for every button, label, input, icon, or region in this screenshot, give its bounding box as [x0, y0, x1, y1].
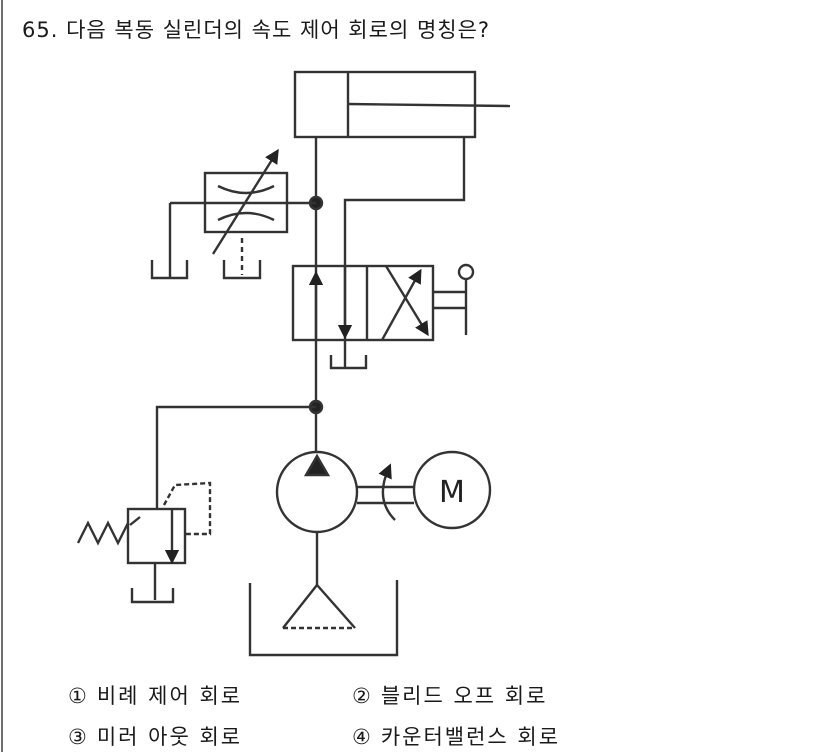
drain-tank-icon [222, 260, 262, 280]
valve-tank-icon [329, 355, 368, 370]
strainer-icon [282, 583, 356, 630]
relief-valve-icon [76, 481, 212, 604]
question-text: 다음 복동 실린더의 속도 제어 회로의 명칭은? [66, 18, 491, 42]
variable-flow-control-valve-icon [170, 148, 316, 275]
question-title: 65. 다음 복동 실린더의 속도 제어 회로의 명칭은? [22, 14, 490, 44]
svg-text:M: M [439, 475, 465, 510]
relief-line [155, 405, 316, 509]
directional-control-valve-icon [291, 264, 435, 342]
double-acting-cylinder-icon [293, 70, 511, 139]
shaft-coupling-icon [357, 463, 414, 521]
page-border [1, 0, 3, 752]
hydraulic-pump-icon [275, 450, 359, 585]
electric-motor-icon: M [412, 450, 492, 530]
reservoir-tank-icon [248, 580, 399, 657]
question-number: 65. [22, 18, 59, 42]
return-line [343, 137, 466, 340]
manual-lever-icon [433, 263, 475, 335]
tank-icon [150, 260, 189, 280]
